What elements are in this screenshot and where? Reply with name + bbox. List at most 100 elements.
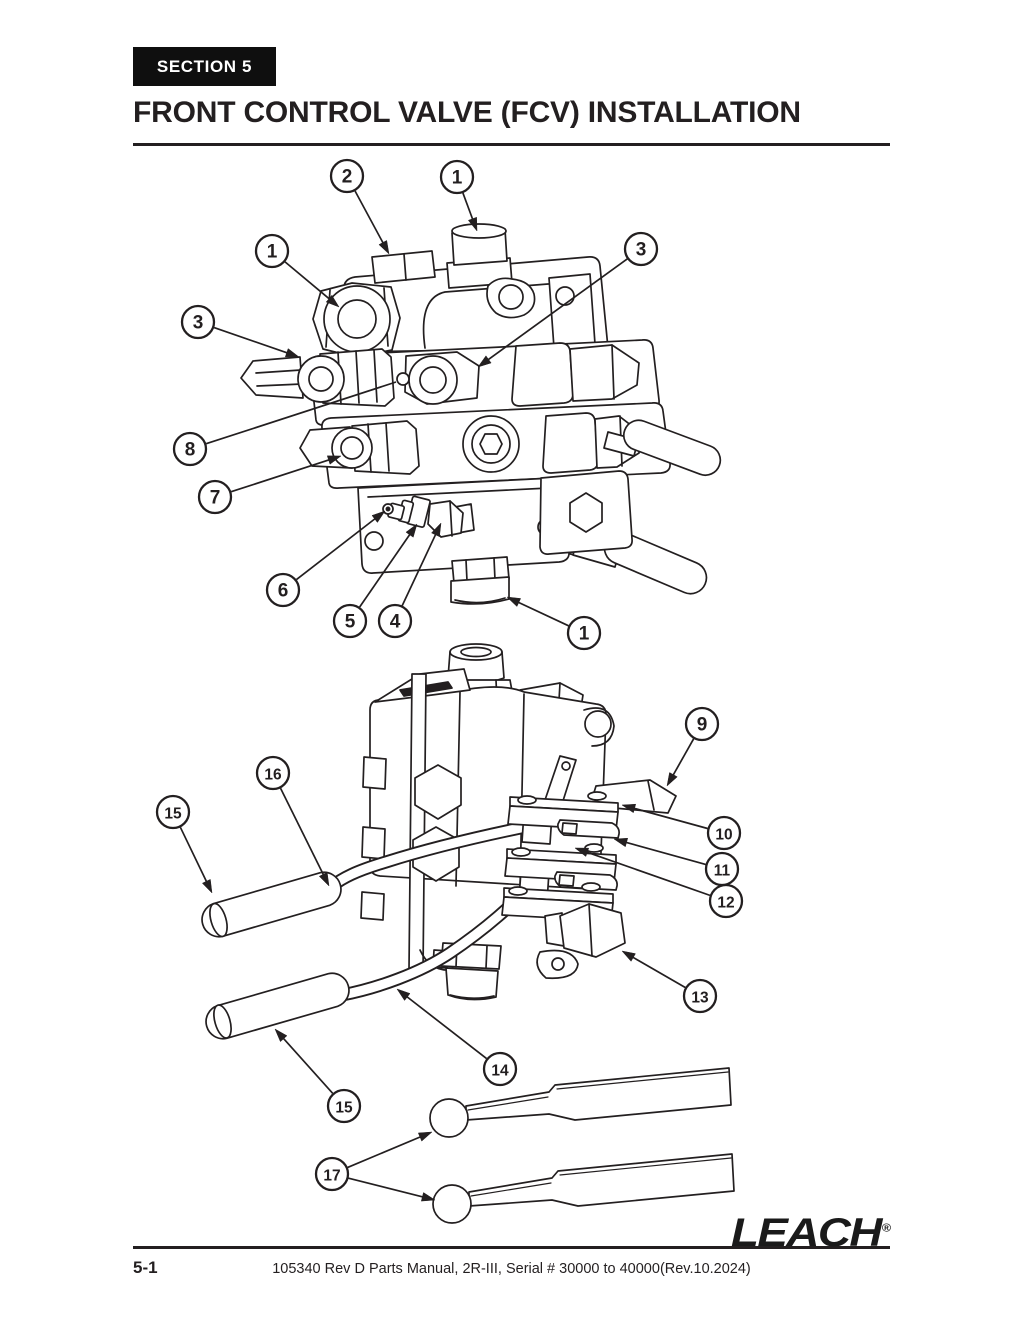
leader-arrowhead	[417, 1131, 433, 1142]
registered-mark-icon: ®	[881, 1222, 892, 1235]
leader-arrowhead	[284, 348, 300, 358]
upper-valve-assembly	[240, 223, 722, 605]
body-lobe	[583, 707, 615, 747]
lobe-hole	[584, 710, 612, 738]
boss-hole	[551, 957, 565, 971]
orifice-plug	[396, 372, 410, 386]
port-bore	[308, 366, 334, 392]
bottom-port-cap	[445, 967, 499, 1001]
hex-facet	[588, 903, 593, 957]
leader-arrowhead	[477, 355, 492, 368]
callout-9-11: 9	[666, 706, 720, 787]
footer-rule	[133, 1246, 890, 1249]
blade-edge	[556, 1071, 729, 1090]
callout-balloon	[332, 603, 368, 639]
spool-block	[542, 412, 599, 474]
leader-line	[401, 531, 438, 606]
hex-facet	[647, 780, 655, 811]
callout-number: 6	[278, 581, 289, 602]
leader-line	[295, 516, 378, 581]
callout-number: 14	[491, 1063, 509, 1080]
callout-number: 17	[323, 1168, 340, 1185]
callout-number: 1	[452, 168, 463, 189]
port-bore	[340, 436, 364, 460]
leader-line	[348, 1177, 426, 1199]
leader-arrowhead	[201, 879, 213, 894]
brand-logo-text: LEACH	[731, 1211, 882, 1256]
callout-number: 11	[714, 863, 731, 880]
section-label: SECTION 5	[156, 56, 253, 76]
bracket-hole	[555, 286, 575, 306]
lever-blade	[468, 1153, 735, 1207]
spool-slot	[561, 822, 578, 835]
callout-balloon	[197, 479, 233, 515]
leader-arrowhead	[506, 596, 522, 607]
manual-info: 105340 Rev D Parts Manual, 2R-III, Seria…	[272, 1261, 751, 1277]
nut-ridge	[373, 349, 378, 403]
leader-line	[358, 531, 413, 608]
callout-12-16: 12	[574, 847, 744, 919]
callout-6-7: 6	[265, 510, 386, 608]
nut-ridge	[385, 422, 390, 472]
callout-balloon	[682, 978, 718, 1014]
callout-1-2: 1	[254, 233, 340, 308]
callout-number: 16	[264, 767, 282, 784]
leader-line	[354, 190, 386, 246]
callout-13-17: 13	[621, 950, 718, 1014]
mount-hole	[364, 531, 384, 551]
callout-balloon	[265, 572, 301, 608]
leader-arrowhead	[274, 1028, 288, 1043]
callout-balloon	[172, 431, 208, 467]
leader-line	[584, 850, 711, 897]
callout-8-5: 8	[172, 381, 397, 467]
spool-block	[511, 342, 574, 407]
callout-balloon	[254, 233, 290, 269]
collar-facet	[465, 559, 468, 582]
callout-3-3: 3	[477, 231, 659, 368]
leader-line	[205, 381, 397, 445]
leader-arrowhead	[431, 522, 442, 538]
callout-balloon	[706, 815, 742, 851]
callout-balloon	[566, 615, 602, 651]
grip-end-cap	[213, 1004, 232, 1039]
callout-balloon	[482, 1051, 518, 1087]
page-title: FRONT CONTROL VALVE (FCV) INSTALLATION	[133, 96, 801, 129]
control-levers	[429, 1067, 735, 1224]
callout-number: 1	[267, 242, 278, 263]
callout-balloon	[155, 794, 191, 830]
page-number: 5-1	[133, 1258, 158, 1277]
top-cap-face	[451, 223, 507, 239]
plate-edge	[367, 487, 550, 498]
callout-balloon	[314, 1156, 350, 1192]
callout-number: 2	[342, 167, 353, 188]
hex-facet	[611, 344, 615, 400]
center-port-bore	[419, 366, 447, 394]
side-fin	[362, 756, 387, 790]
leader-line	[404, 994, 488, 1060]
callout-16-12: 16	[255, 755, 330, 887]
breather-manifold	[371, 250, 436, 284]
callout-14-18: 14	[396, 988, 518, 1087]
leader-line	[179, 826, 209, 885]
callout-number: 10	[715, 827, 732, 844]
lower-valve-assembly	[201, 643, 677, 1040]
bolt-head	[508, 886, 528, 896]
hex-socket	[479, 433, 503, 455]
spool-slot	[558, 874, 575, 887]
leader-line	[631, 806, 708, 830]
callout-number: 1	[579, 624, 590, 645]
hex-facet	[256, 383, 303, 387]
callout-number: 12	[717, 895, 734, 912]
side-plate	[408, 673, 427, 973]
blade-edge	[470, 1182, 552, 1197]
leader-arrowhead	[318, 872, 330, 887]
callout-10-14: 10	[621, 803, 742, 851]
callout-balloon	[180, 304, 216, 340]
leader-arrowhead	[326, 455, 342, 465]
leader-line	[485, 258, 628, 362]
callout-1-1: 1	[439, 159, 478, 232]
hex-cavity	[414, 764, 462, 820]
callout-number: 3	[193, 313, 204, 334]
